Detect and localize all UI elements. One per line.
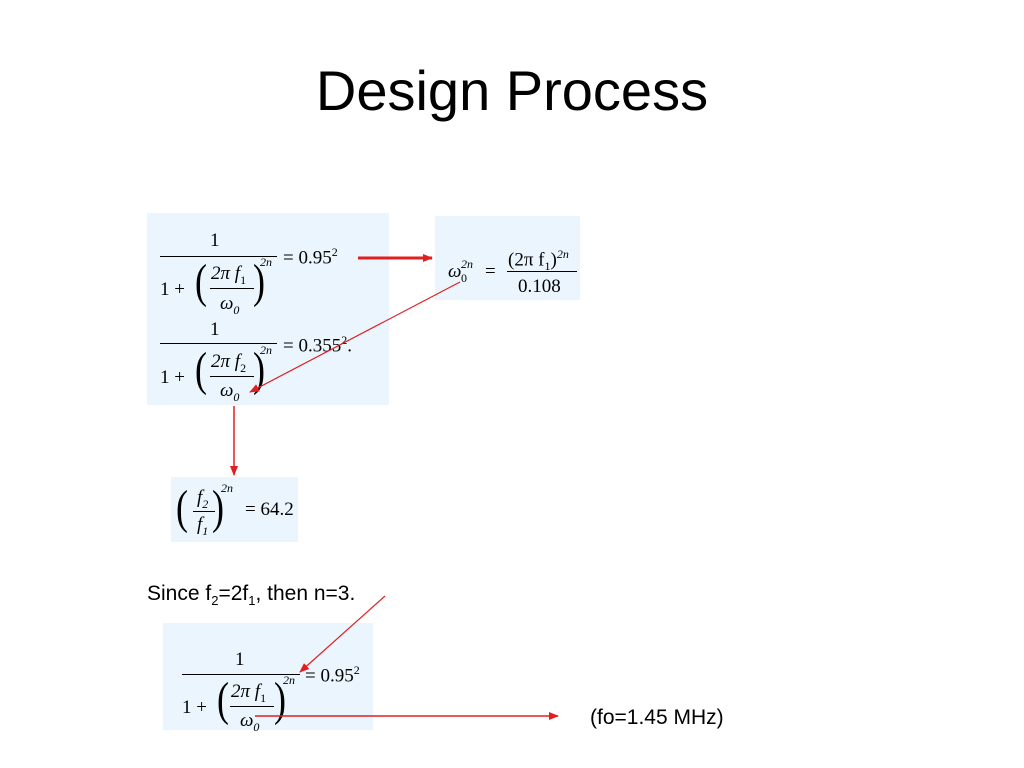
fo-result: (fo=1.45 MHz) — [590, 706, 724, 729]
equation-box-4 — [163, 623, 373, 730]
equation-box-1 — [147, 213, 389, 405]
arrow-eq3-to-eq2 — [249, 281, 461, 393]
slide-title: Design Process — [315, 59, 709, 122]
arrow-since-to-eq5 — [299, 595, 386, 673]
since-statement: Since f2=2f1, then n=3. — [147, 582, 356, 609]
equation-box-2 — [435, 216, 580, 300]
equation-box-3 — [171, 477, 298, 542]
